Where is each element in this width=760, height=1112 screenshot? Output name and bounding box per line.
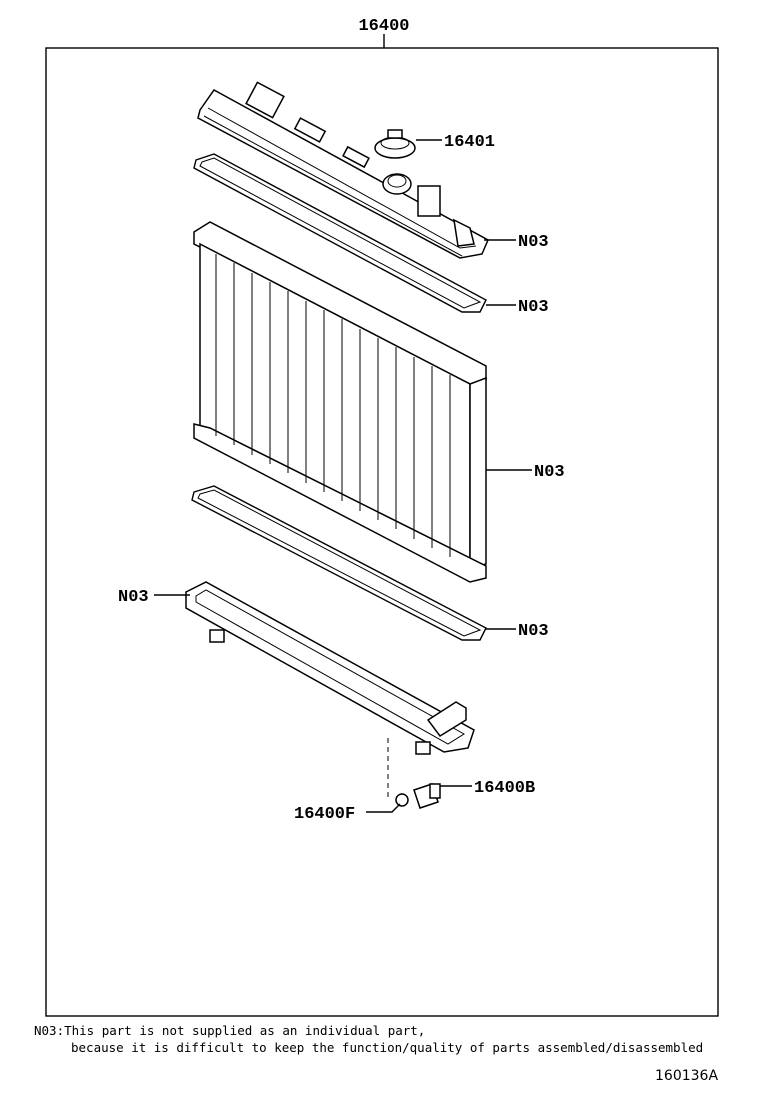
label-lower-gasket: N03 <box>518 622 549 641</box>
footnote-code: N03 <box>34 1023 57 1038</box>
radiator-cap[interactable] <box>374 129 416 159</box>
label-upper-tank: N03 <box>518 233 549 252</box>
footnote-line1: :This part is not supplied as an individ… <box>56 1023 426 1038</box>
lower-gasket[interactable] <box>191 485 487 641</box>
figure-id: 160136A <box>655 1068 719 1084</box>
label-drain-cock: 16400B <box>474 779 535 798</box>
core-fins <box>215 254 451 557</box>
upper-tank[interactable] <box>197 81 489 259</box>
leader-drain-plug <box>366 803 401 813</box>
label-cap: 16401 <box>444 133 495 152</box>
radiator-core[interactable] <box>193 221 487 583</box>
assembly-frame <box>45 47 719 1017</box>
label-core: N03 <box>534 463 565 482</box>
label-drain-plug: 16400F <box>294 805 355 824</box>
drain-plug[interactable] <box>395 793 409 807</box>
label-upper-gasket: N03 <box>518 298 549 317</box>
footnote: N03:This part is not supplied as an indi… <box>34 1022 703 1056</box>
label-assembly: 16400 <box>358 17 409 36</box>
footnote-line2: because it is difficult to keep the func… <box>71 1040 704 1055</box>
label-lower-tank: N03 <box>118 588 149 607</box>
drain-cock[interactable] <box>413 783 441 809</box>
upper-gasket[interactable] <box>193 153 487 313</box>
lower-tank[interactable] <box>185 581 475 755</box>
